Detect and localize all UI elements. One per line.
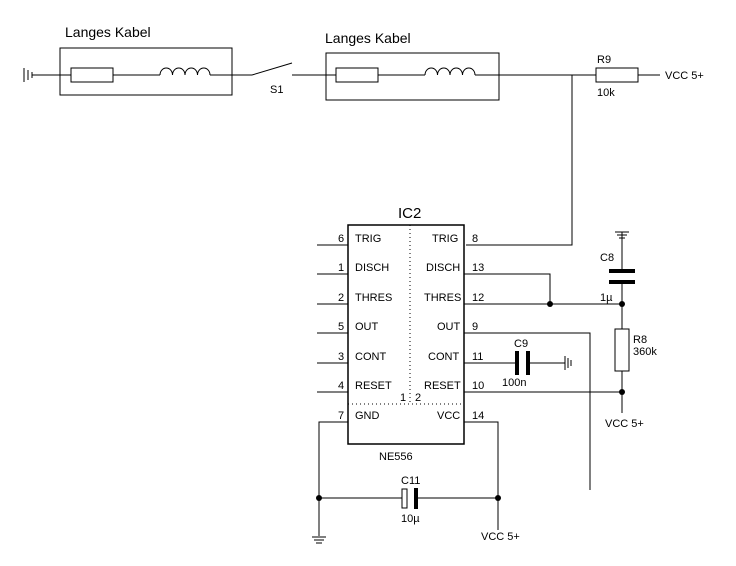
wire-gnd [318,421,348,536]
r8-name: R8 [633,334,647,346]
pin-label: OUT [355,321,379,333]
pin-number: 9 [472,321,478,333]
wire-out [495,332,591,490]
resistor-r8: R8 360k [614,328,657,372]
switch-s1-label: S1 [270,84,283,96]
capacitor-c8: C8 1µ [600,231,635,304]
pin-number: 13 [472,262,484,274]
ic2-left-pins: 6 TRIG 1 DISCH 2 THRES 5 OUT 3 CONT 4 RE… [317,233,392,423]
pin-label: THRES [355,292,392,304]
pin-number: 4 [338,380,344,392]
vcc-label-r9: VCC 5+ [665,70,704,82]
switch-s1: S1 [251,62,293,96]
pin-label: OUT [437,321,461,333]
c9-value: 100n [502,377,526,389]
r9-name: R9 [597,54,611,66]
c8-value: 1µ [600,292,613,304]
wire-vcc [464,421,499,530]
cable-2-inductor [424,67,476,76]
cable-2-enclosure [325,52,500,101]
junction-gnd [316,495,322,501]
pin-label: DISCH [426,262,460,274]
chassis-ground-symbol [23,68,33,82]
pin-label: RESET [424,380,461,392]
cable-2: Langes Kabel [325,30,596,101]
cable-1-resistor [70,67,114,83]
pin-number: 2 [338,292,344,304]
pin-number: 3 [338,351,344,363]
pin-number: 1 [338,262,344,274]
pin-number: 12 [472,292,484,304]
cable-2-label: Langes Kabel [325,30,411,46]
cable-1-label: Langes Kabel [65,24,151,40]
ground-symbol-bottom [312,536,326,544]
junction-c8-r8 [619,301,625,307]
pin-number: 5 [338,321,344,333]
junction-vcc [495,495,501,501]
ic2-part: NE556 [379,451,413,463]
pin-label: GND [355,410,380,422]
pin-label: RESET [355,380,392,392]
c8-name: C8 [600,252,614,264]
capacitor-c9: C9 100n [495,338,572,389]
pin-number: 7 [338,410,344,422]
c9-name: C9 [514,338,528,350]
ic2-half-1-label: 1 [400,392,406,404]
wire-disch [495,273,551,304]
pin-label: VCC [437,410,460,422]
c11-name: C11 [401,475,420,487]
pin-label: TRIG [355,233,381,245]
r8-value: 360k [633,346,657,358]
c11-value: 10µ [401,513,420,525]
wire-trigger [466,75,573,246]
ic2-half-2-label: 2 [415,392,421,404]
vcc-label-bottom: VCC 5+ [481,531,520,543]
ic2-body [347,224,465,445]
pin-number: 8 [472,233,478,245]
pin-number: 14 [472,410,484,422]
ic2-right-pins: TRIG 8 DISCH 13 THRES 12 OUT 9 CONT 11 R… [424,233,498,423]
resistor-r9: R9 10k [595,54,639,99]
pin-number: 6 [338,233,344,245]
pin-label: DISCH [355,262,389,274]
capacitor-c11: C11 10µ [401,475,420,525]
pin-label: CONT [428,351,459,363]
cable-1-inductor [159,67,211,76]
ic2-name: IC2 [398,205,421,222]
pin-number: 10 [472,380,484,392]
cable-1: Langes Kabel [59,24,252,96]
cable-2-resistor [335,67,379,83]
pin-label: THRES [424,292,461,304]
pin-label: TRIG [432,233,458,245]
vcc-label-r8: VCC 5+ [605,418,644,430]
ic2-ne556: IC2 NE556 1 2 [347,205,465,463]
cable-1-enclosure [59,47,233,96]
junction-thres-disch [547,301,553,307]
pin-label: CONT [355,351,386,363]
pin-number: 11 [472,351,483,363]
r9-value: 10k [597,87,615,99]
